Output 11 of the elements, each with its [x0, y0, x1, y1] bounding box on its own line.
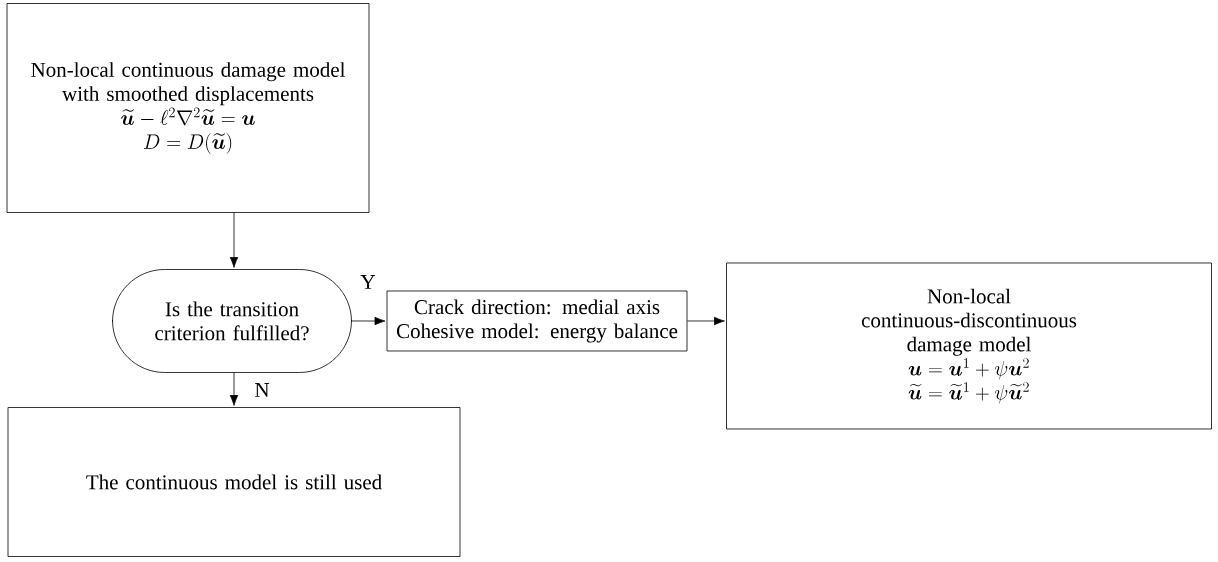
edge-label: Y [358, 273, 378, 291]
result-box: Non-local continuous-discontinuous damage model $\boldsymbol{u} = \boldsymbol{u}^1 + \psi\boldsymbol{u}^2$ $\widetilde{\boldsymbol{u}} = \widetilde{\boldsymbol{u}}^1 + \psi\widetilde{\boldsymbol{u}}^2$ [726, 262, 1212, 430]
process-box: Crack direction: medial axis Cohesive model: energy balance [386, 290, 688, 352]
arrow [687, 316, 725, 326]
process-box: Non-local continuous damage model with smoothed displacements $\widetilde{\boldsymbol{u}} - \ell^2\nabla^2\widetilde{\boldsymbol{u}} = \boldsymbol{u}$ $D = D(\widetilde{\boldsymbol{u}})$ [6, 3, 370, 213]
decision-terminal: Is the transition criterion fulfilled? [112, 269, 352, 373]
arrow [229, 212, 239, 268]
arrow [229, 372, 239, 406]
arrow [351, 316, 386, 326]
process-box: The continuous model is still used [7, 407, 461, 557]
edge-label: N [252, 381, 272, 399]
